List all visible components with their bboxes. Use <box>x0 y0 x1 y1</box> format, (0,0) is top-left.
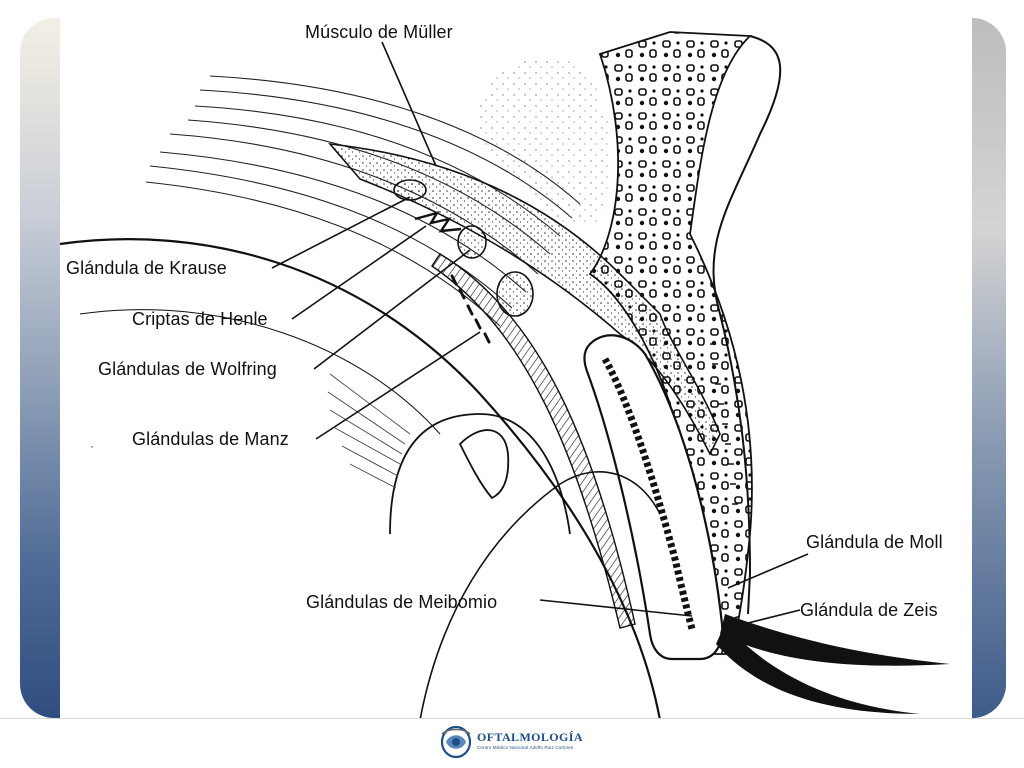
krause-gland-shape <box>393 179 427 201</box>
tarsal-plate <box>583 334 724 661</box>
label-moll-gland: Glándula de Moll <box>806 532 943 552</box>
leader-lines <box>271 41 809 627</box>
diagram-panel: Músculo de Müller Glándula de Krause Cri… <box>60 14 972 720</box>
logo-subtitle: Centro Médico Nacional Adolfo Ruiz Corti… <box>477 745 574 750</box>
eye-logo-icon <box>440 725 472 759</box>
globe-curves <box>60 238 662 720</box>
eyelashes <box>716 614 950 714</box>
eyelid-anatomy-drawing <box>60 31 950 720</box>
stray-mark: · <box>90 439 94 453</box>
label-manz-glands: Glándulas de Manz <box>132 429 289 449</box>
label-wolfring-glands: Glándulas de Wolfring <box>98 359 277 379</box>
label-meibomian-glands: Glándulas de Meibomio <box>306 592 498 612</box>
label-zeis-gland: Glándula de Zeis <box>800 600 938 620</box>
orbital-fat-area <box>476 57 612 224</box>
slide-frame-edge <box>972 18 1006 718</box>
skin-ticks <box>710 343 738 505</box>
wolfring-gland-shape <box>457 225 487 259</box>
label-krause-gland: Glándula de Krause <box>66 258 227 278</box>
logo-name: OFTALMOLOGÍA <box>477 730 583 744</box>
manz-glands-dots <box>450 274 491 344</box>
upper-muscle-fibres <box>145 75 581 327</box>
globe-radiating-lines <box>327 373 411 489</box>
label-henle-crypts: Criptas de Henle <box>132 309 268 329</box>
meibomian-gland <box>601 357 696 630</box>
accessory-gland-shape <box>496 271 534 317</box>
label-muller-muscle: Músculo de Müller <box>305 22 453 42</box>
henle-crypts-shape <box>414 211 462 233</box>
skin-surface-line <box>712 35 782 615</box>
footer-bar <box>0 718 1024 768</box>
conjunctiva-hatched <box>431 253 636 629</box>
